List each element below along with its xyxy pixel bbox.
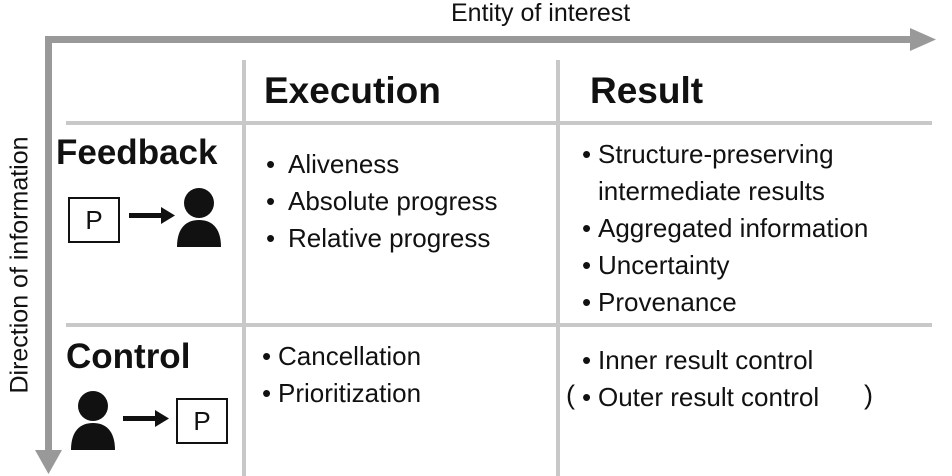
grid-line-col2 [556, 60, 560, 476]
horizontal-axis-label: Entity of interest [451, 0, 631, 27]
process-box: P [176, 398, 228, 444]
vertical-axis-arrow [35, 36, 62, 474]
list-item: Outer result control [580, 379, 819, 416]
column-header-result: Result [590, 70, 704, 111]
grid-line-col1 [242, 60, 246, 476]
list-item: Inner result control [580, 342, 819, 379]
horizontal-axis-arrow [45, 28, 936, 51]
list-item: Structure-preserving [580, 136, 868, 173]
feedback-execution-list: Aliveness Absolute progress Relative pro… [262, 146, 498, 257]
feedback-result-list: Structure-preserving intermediate result… [580, 136, 868, 321]
row-header-feedback: Feedback [56, 133, 218, 172]
list-item: Cancellation [260, 338, 421, 375]
grid-line-middle [66, 323, 932, 327]
person-icon [177, 188, 221, 247]
column-header-execution: Execution [264, 70, 441, 111]
list-item: Absolute progress [262, 183, 498, 220]
list-item: Relative progress [262, 220, 498, 257]
row-header-control: Control [66, 337, 191, 376]
list-item: Aggregated information [580, 210, 868, 247]
feedback-flow-icon [129, 188, 221, 247]
grid-line-header [66, 121, 932, 125]
open-parenthesis: ( [566, 380, 575, 410]
person-icon [71, 391, 115, 450]
list-item: Provenance [580, 284, 868, 321]
close-parenthesis: ) [864, 380, 873, 410]
arrow-right-icon [129, 207, 175, 224]
control-flow-icon [71, 391, 169, 450]
arrow-right-icon [123, 410, 169, 427]
control-execution-list: Cancellation Prioritization [260, 338, 421, 412]
list-item: Aliveness [262, 146, 498, 183]
vertical-axis-label: Direction of information [5, 136, 34, 394]
list-item: Uncertainty [580, 247, 868, 284]
control-result-list: Inner result control Outer result contro… [580, 342, 819, 416]
process-box: P [68, 197, 120, 243]
list-item: Prioritization [260, 375, 421, 412]
list-item-continuation: intermediate results [598, 176, 825, 206]
